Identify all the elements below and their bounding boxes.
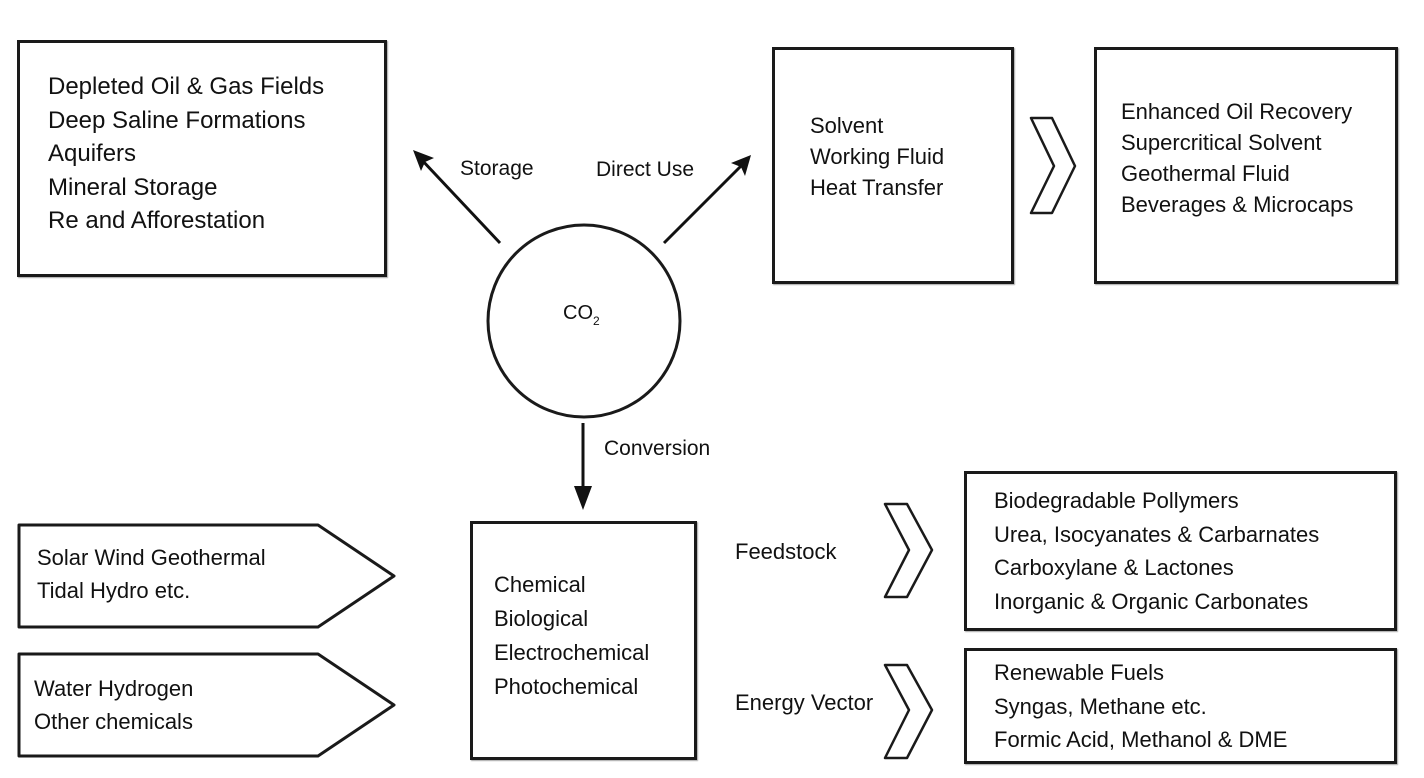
co2-label: CO2 — [563, 302, 600, 328]
conversion-method: Chemical — [494, 572, 586, 597]
chemical-input-item: Other chemicals — [34, 709, 193, 734]
energy-input-list: Solar Wind Geothermal Tidal Hydro etc. — [37, 541, 266, 607]
conversion-methods-box — [470, 521, 697, 760]
storage-options-box — [17, 40, 387, 277]
feedstock-products-box — [964, 471, 1397, 631]
feedstock-product: Urea, Isocyanates & Carbarnates — [994, 521, 1320, 547]
application-item: Geothermal Fluid — [1121, 161, 1290, 186]
co2-label-subscript: 2 — [593, 314, 600, 328]
application-item: Enhanced Oil Recovery — [1121, 99, 1353, 124]
co2-label-main: CO — [563, 302, 593, 324]
chemical-input-item: Water Hydrogen — [34, 676, 194, 701]
feedstock-product: Biodegradable Pollymers — [994, 488, 1239, 513]
application-item: Beverages & Microcaps — [1121, 192, 1354, 217]
direct-use-item: Heat Transfer — [810, 175, 944, 200]
energy-vector-products-list: Renewable Fuels Syngas, Methane etc. For… — [994, 656, 1287, 757]
chevron-right-icon — [883, 663, 934, 760]
storage-option: Deep Saline Formations — [48, 106, 306, 134]
conversion-method: Biological — [494, 606, 589, 631]
feedstock-product: Inorganic & Organic Carbonates — [994, 588, 1309, 614]
direct-use-applications-list: Enhanced Oil Recovery Supercritical Solv… — [1121, 96, 1353, 220]
direct-use-item: Solvent — [810, 113, 884, 138]
feedstock-product: Carboxylane & Lactones — [994, 555, 1234, 580]
storage-option: Mineral Storage — [48, 173, 218, 201]
chevron-right-icon — [1029, 116, 1077, 215]
feedstock-products-list: Biodegradable Pollymers Urea, Isocyanate… — [994, 484, 1319, 618]
conversion-method: Photochemical — [494, 674, 639, 699]
storage-label: Storage — [460, 157, 534, 180]
direct-use-item: Working Fluid — [810, 144, 945, 169]
storage-option: Aquifers — [48, 140, 137, 167]
direct-use-arrowhead — [731, 155, 751, 176]
direct-use-box — [772, 47, 1014, 284]
conversion-method: Electrochemical — [494, 640, 650, 665]
direct-use-label: Direct Use — [596, 158, 695, 181]
energy-vector-product: Syngas, Methane etc. — [994, 693, 1207, 719]
energy-vector-products-box — [964, 648, 1397, 764]
feedstock-label: Feedstock — [735, 539, 837, 564]
energy-vector-label: Energy Vector — [735, 690, 874, 715]
chemical-input-list: Water Hydrogen Other chemicals — [34, 672, 193, 738]
energy-vector-product: Renewable Fuels — [994, 660, 1164, 685]
chevron-right-icon — [883, 502, 934, 599]
conversion-arrowhead — [574, 486, 592, 510]
storage-option: Re and Afforestation — [48, 207, 266, 234]
storage-options-list: Depleted Oil & Gas Fields Deep Saline Fo… — [48, 70, 324, 238]
storage-option: Depleted Oil & Gas Fields — [48, 73, 325, 100]
energy-vector-product: Formic Acid, Methanol & DME — [994, 727, 1288, 752]
storage-arrowhead — [413, 150, 434, 171]
energy-input-item: Solar Wind Geothermal — [37, 545, 266, 570]
application-item: Supercritical Solvent — [1121, 130, 1322, 155]
energy-input-item: Tidal Hydro etc. — [37, 578, 191, 603]
direct-use-list: Solvent Working Fluid Heat Transfer — [810, 110, 944, 203]
conversion-label: Conversion — [604, 437, 711, 460]
conversion-methods-list: Chemical Biological Electrochemical Phot… — [494, 568, 649, 704]
direct-use-applications-box — [1094, 47, 1398, 284]
